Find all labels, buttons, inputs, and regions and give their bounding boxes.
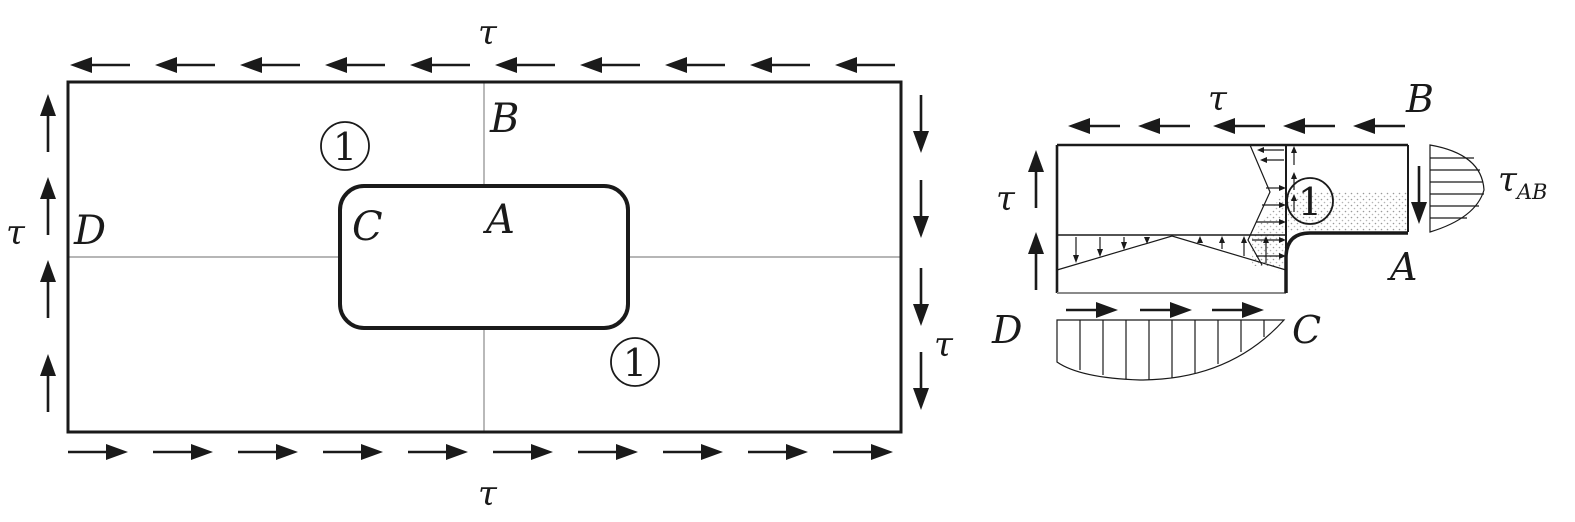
right-point-c-label: C — [1292, 308, 1321, 352]
right-left-arrow — [1028, 232, 1044, 290]
right-arrow — [913, 352, 929, 410]
right-tau-left-label: τ — [996, 179, 1016, 219]
right-point-a-label: A — [1387, 245, 1417, 289]
tau-left-label: τ — [6, 213, 26, 253]
right-top-arrow — [1068, 118, 1120, 134]
bottom-arrow — [493, 444, 553, 460]
right-point-d-label: D — [991, 308, 1022, 352]
bottom-arrow — [323, 444, 383, 460]
hole-edge — [1284, 231, 1408, 293]
tau-ab-subscript: AB — [1515, 180, 1548, 204]
vertical-distribution-curve — [1247, 144, 1271, 266]
top-arrow — [580, 57, 640, 73]
tau-right-label: τ — [934, 325, 954, 365]
bottom-arrow — [238, 444, 298, 460]
top-arrow — [410, 57, 470, 73]
right-bottom-arrow — [1212, 302, 1264, 318]
left-panel: τ τ τ τ B A C D 1 1 — [6, 13, 954, 514]
top-arrow — [835, 57, 895, 73]
point-d-label: D — [73, 208, 106, 254]
bottom-arrow — [578, 444, 638, 460]
right-top-arrow — [1213, 118, 1265, 134]
shaded-region-triangle — [1252, 190, 1286, 272]
bottom-shear-arrows — [68, 444, 893, 460]
tau-top-label: τ — [478, 13, 498, 53]
bottom-arrow — [833, 444, 893, 460]
tau-ab-stress-diagram — [1429, 144, 1485, 233]
right-bottom-arrow — [1140, 302, 1192, 318]
right-arrow — [913, 180, 929, 238]
right-point-b-label: B — [1405, 77, 1434, 121]
top-arrow — [155, 57, 215, 73]
top-arrow — [70, 57, 130, 73]
plate-outline — [66, 80, 903, 434]
bottom-arrow — [153, 444, 213, 460]
right-arrow — [913, 95, 929, 153]
right-bottom-shear-arrows — [1066, 302, 1264, 318]
top-arrow — [240, 57, 300, 73]
region-marker-upper: 1 — [320, 121, 370, 171]
left-arrow — [40, 354, 56, 412]
top-shear-arrows — [70, 57, 895, 73]
bottom-arrow — [663, 444, 723, 460]
right-top-arrow — [1353, 118, 1405, 134]
right-shear-arrows — [913, 95, 929, 410]
point-a-label: A — [482, 197, 515, 243]
region-upper-label: 1 — [333, 125, 357, 169]
top-arrow — [665, 57, 725, 73]
point-b-label: B — [489, 96, 519, 142]
right-region-marker: 1 — [1286, 177, 1334, 225]
right-arrow — [913, 268, 929, 326]
bottom-arrow — [408, 444, 468, 460]
left-shear-arrows — [40, 94, 56, 412]
right-bottom-arrow — [1066, 302, 1118, 318]
horizontal-distribution-curve — [1056, 235, 1287, 271]
tau-ab-symbol: τ — [1498, 160, 1518, 200]
hole-outline — [338, 184, 630, 330]
region-lower-label: 1 — [623, 341, 647, 385]
right-down-arrow — [1411, 166, 1427, 224]
top-arrow — [495, 57, 555, 73]
right-region-label: 1 — [1298, 180, 1322, 224]
left-arrow — [40, 94, 56, 152]
top-arrow — [750, 57, 810, 73]
shaded-region-strip — [1286, 192, 1408, 232]
point-c-label: C — [352, 204, 383, 250]
right-top-shear-arrows — [1068, 118, 1405, 134]
top-arrow — [325, 57, 385, 73]
vertical-distribution-arrows — [1252, 146, 1297, 259]
horizontal-distribution-arrows — [1073, 236, 1269, 263]
right-panel: τ τ B A C D τAB 1 — [991, 77, 1547, 381]
right-left-arrow — [1028, 150, 1044, 208]
left-arrow — [40, 260, 56, 318]
right-left-shear-arrows — [1028, 150, 1044, 290]
right-top-arrow — [1283, 118, 1335, 134]
tau-bottom-label: τ — [478, 474, 498, 514]
left-arrow — [40, 177, 56, 235]
tau-ab-label: τAB — [1498, 160, 1547, 204]
dc-stress-diagram — [1056, 319, 1286, 381]
region-marker-lower: 1 — [610, 337, 660, 387]
right-top-arrow — [1138, 118, 1190, 134]
right-tau-top-label: τ — [1208, 79, 1228, 119]
bottom-arrow — [748, 444, 808, 460]
bottom-arrow — [68, 444, 128, 460]
